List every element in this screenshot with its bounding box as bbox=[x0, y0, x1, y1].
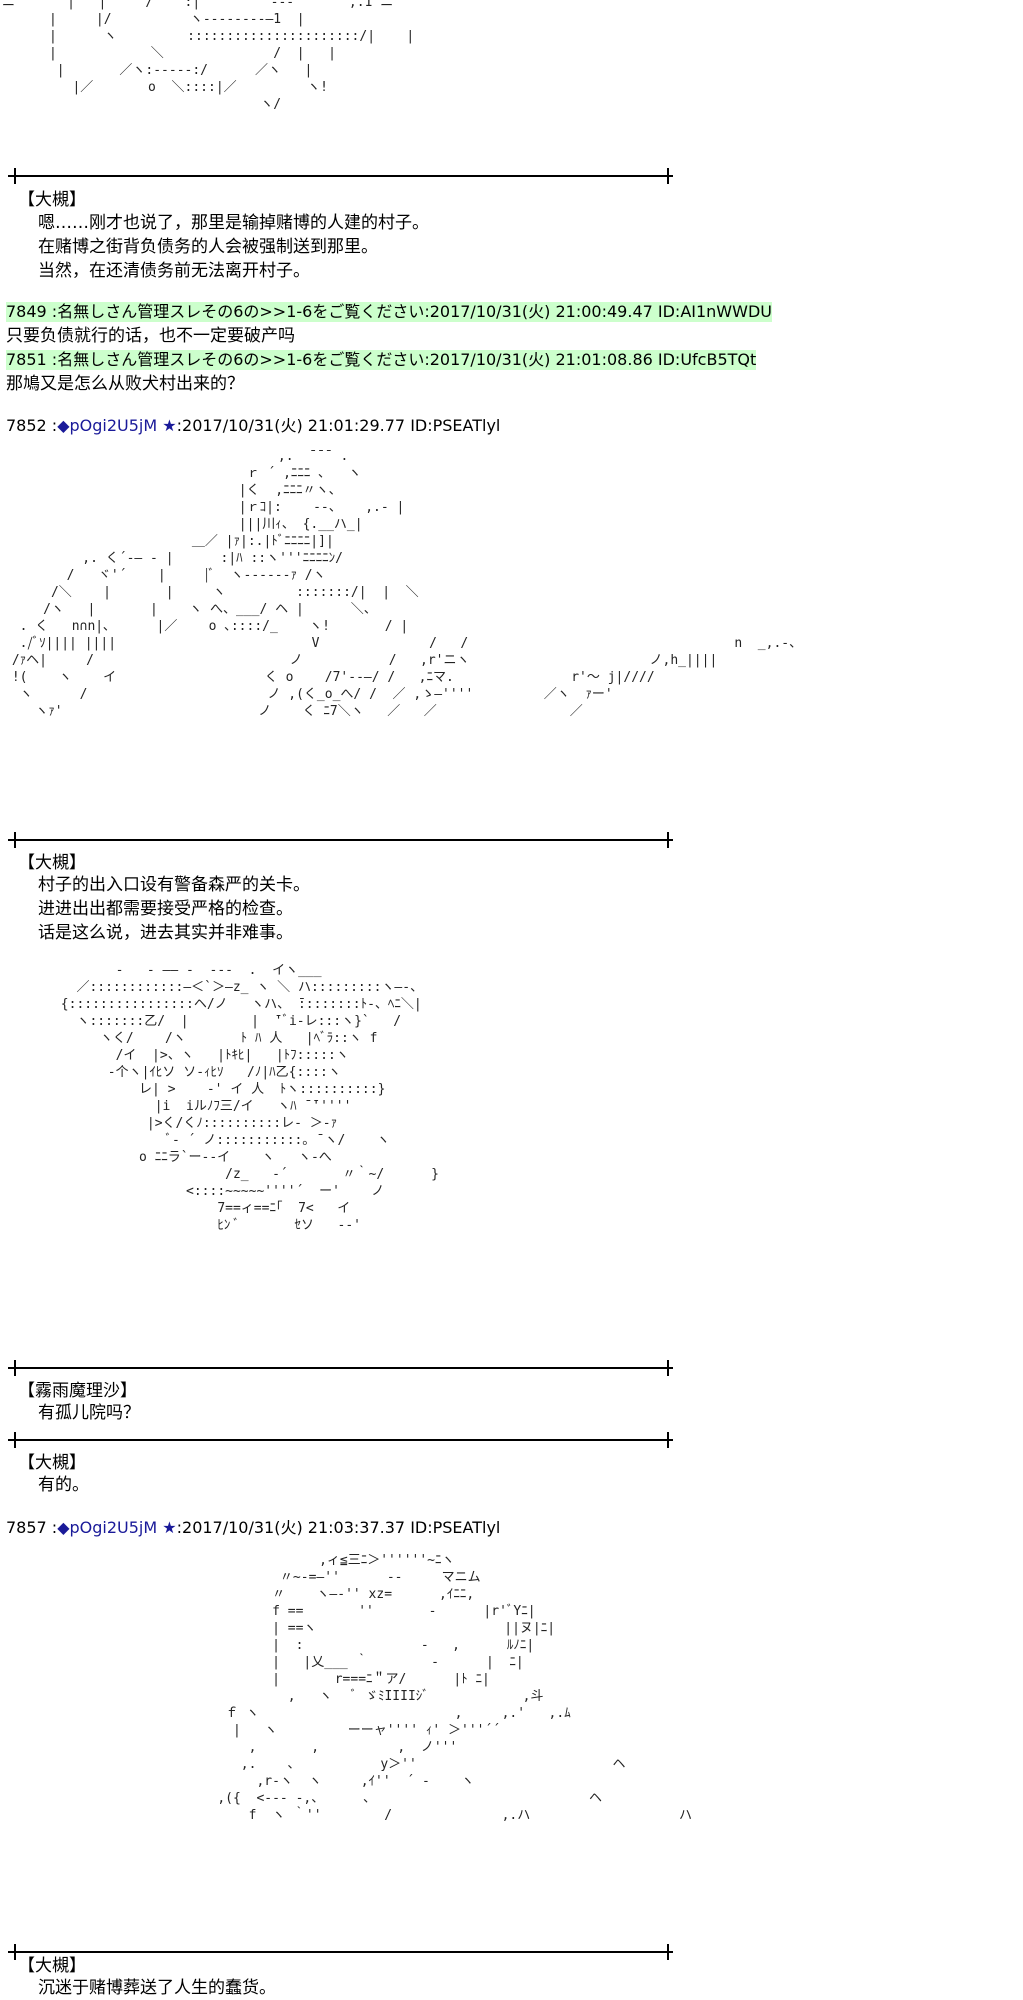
post-number: 7857 : bbox=[6, 1518, 58, 1537]
divider bbox=[8, 168, 673, 184]
dialogue-line: 话是这么说，进去其实并非难事。 bbox=[38, 923, 293, 943]
post-header: 7849 :名無しさん管理スレその6の>>1-6をご覧ください:2017/10/… bbox=[6, 302, 772, 322]
tripcode-link[interactable]: ◆pOgi2U5jM bbox=[57, 416, 158, 435]
ascii-art-top: ニ＂ | | / :| --- ,.1 ̄ニ | |/ ヽ‐-------―1 … bbox=[2, 0, 415, 112]
dialogue-line: 沉迷于赌博葬送了人生的蠢货。 bbox=[38, 1978, 276, 1998]
post-body: 那鳩又是怎么从败犬村出来的？ bbox=[6, 374, 244, 394]
post-header: 7851 :名無しさん管理スレその6の>>1-6をご覧ください:2017/10/… bbox=[6, 350, 757, 370]
dialogue-line: 当然，在还清债务前无法离开村子。 bbox=[38, 261, 310, 281]
post-body: 只要负债就行的话，也不一定要破产吗 bbox=[6, 326, 295, 346]
ascii-art-marisa: - - ―― - --- . イヽ___ ／::::::::::::―＜`＞―z… bbox=[60, 963, 439, 1233]
tripcode-link[interactable]: ◆pOgi2U5jM bbox=[57, 1518, 158, 1537]
divider bbox=[8, 1432, 673, 1448]
ascii-art-otsuki: ,ィ≦三ﾆ＞''''''~ﾆヽ 〃~-=―'' ‐- マニム 〃 ヽ―‐'' x… bbox=[217, 1553, 692, 1823]
dialogue-line: 有孤儿院吗？ bbox=[38, 1403, 140, 1423]
star-icon: ★ bbox=[162, 1518, 177, 1537]
post-meta: :2017/10/31(火) 21:03:37.37 ID:PSEATlyl bbox=[176, 1518, 501, 1537]
speaker-label: 【大槻】 bbox=[18, 1453, 86, 1473]
post-header: 7852 :◆pOgi2U5jM ★:2017/10/31(火) 21:01:2… bbox=[6, 416, 500, 436]
post-number: 7852 : bbox=[6, 416, 58, 435]
post-header: 7857 :◆pOgi2U5jM ★:2017/10/31(火) 21:03:3… bbox=[6, 1518, 500, 1538]
speaker-label: 【霧雨魔理沙】 bbox=[18, 1381, 137, 1401]
divider bbox=[8, 832, 673, 848]
star-icon: ★ bbox=[162, 416, 177, 435]
dialogue-line: 嗯……刚才也说了，那里是输掉赌博的人建的村子。 bbox=[38, 213, 429, 233]
speaker-label: 【大槻】 bbox=[18, 1956, 86, 1976]
divider bbox=[8, 1360, 673, 1376]
post-meta: :2017/10/31(火) 21:01:29.77 ID:PSEATlyl bbox=[176, 416, 501, 435]
dialogue-line: 有的。 bbox=[38, 1475, 89, 1495]
divider bbox=[8, 1944, 673, 1960]
speaker-label: 【大槻】 bbox=[18, 853, 86, 873]
dialogue-line: 进进出出都需要接受严格的检查。 bbox=[38, 899, 293, 919]
speaker-label: 【大槻】 bbox=[18, 190, 86, 210]
ascii-art-figure: ,. ̄ ̄ ̄ . ｒ ´ ,ﾆﾆﾆ ､ ヽ |く ,ﾆﾆﾆ〃ヽ、 |ｒｺ|:… bbox=[11, 449, 803, 719]
dialogue-line: 村子的出入口设有警备森严的关卡。 bbox=[38, 875, 310, 895]
dialogue-line: 在赌博之街背负债务的人会被强制送到那里。 bbox=[38, 237, 378, 257]
